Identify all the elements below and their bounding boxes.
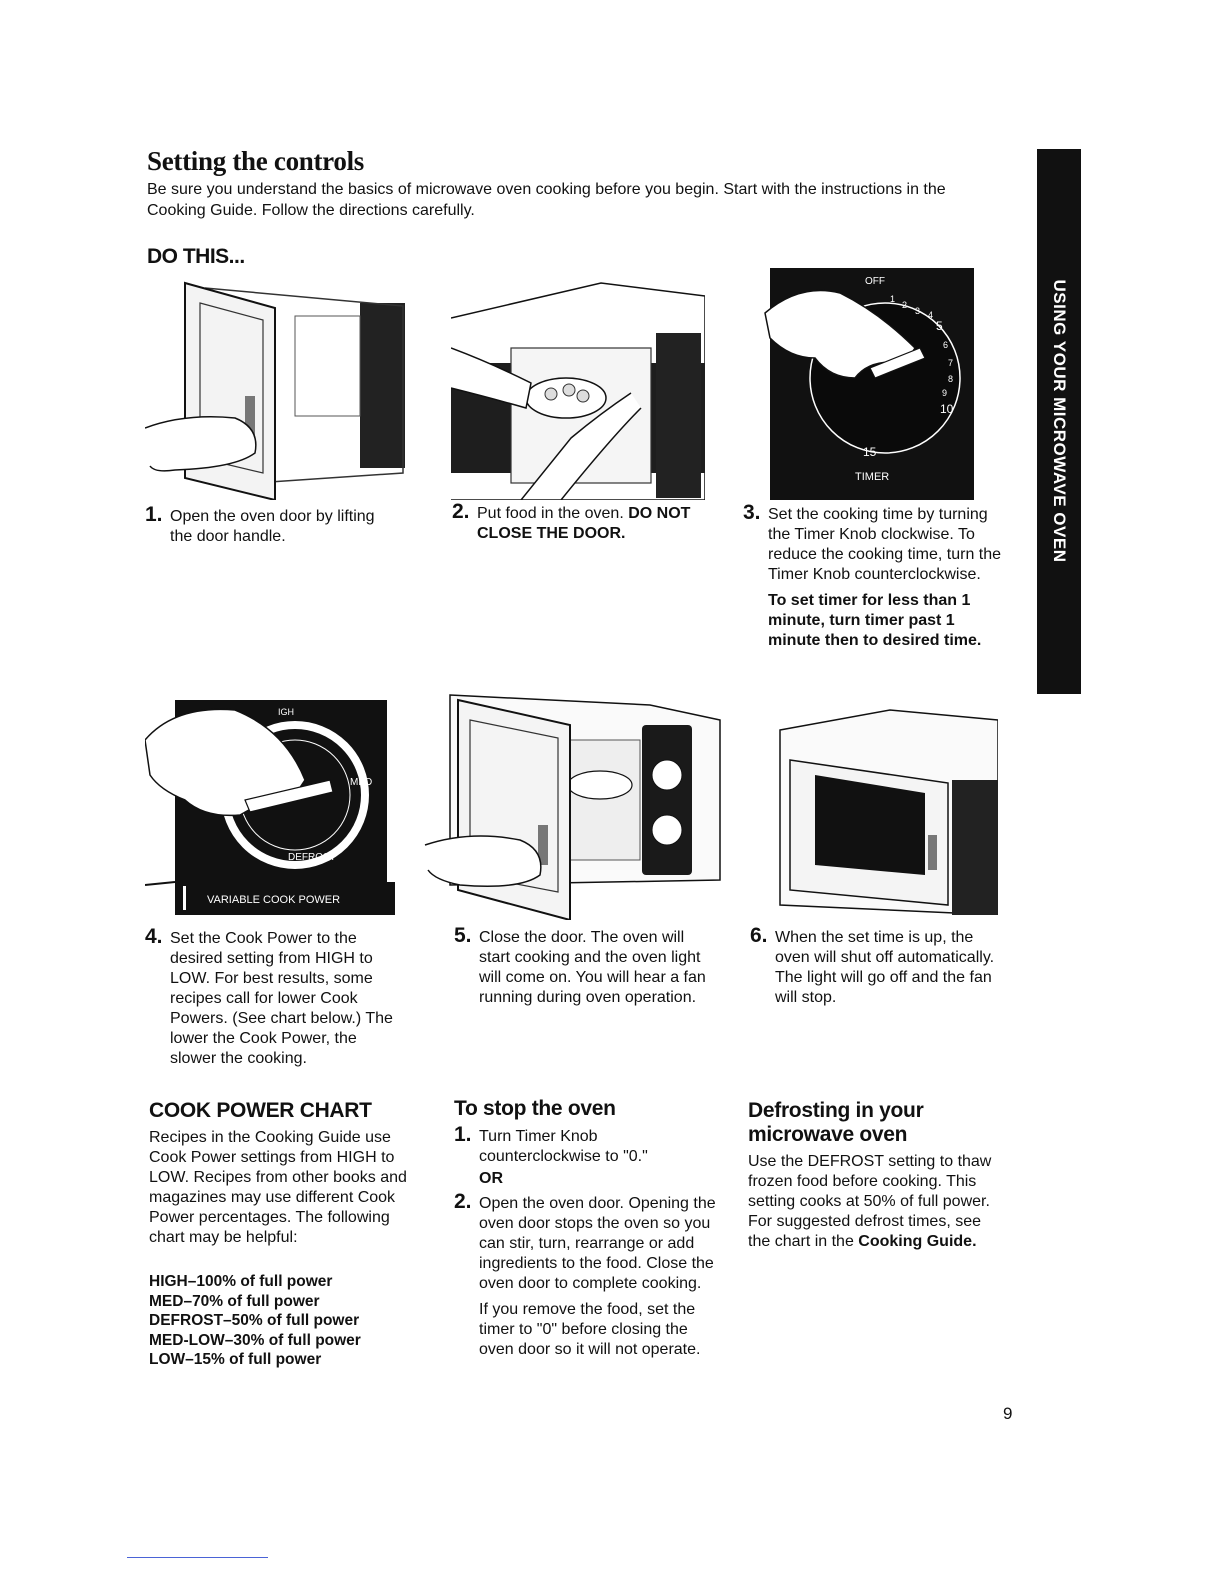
timer-8-label: 8 [948,374,953,384]
defrost-text-wrap: Use the DEFROST setting to thaw frozen f… [748,1152,1006,1252]
stop-oven-or: OR [479,1170,503,1187]
cook-power-item-low: LOW–15% of full power [149,1351,322,1368]
do-this-heading: DO THIS... [147,245,245,268]
figure-timer-knob: OFF 1 2 3 4 5 6 7 8 9 10 15 TIMER [760,268,982,500]
figure-oven-off [770,705,998,915]
cook-power-illustration: IGH MED DEFROST VARIABLE COOK POWER [145,700,395,915]
cook-power-item-defrost: DEFROST–50% of full power [149,1312,360,1329]
close-door-illustration [424,694,721,920]
step-5: 5. Close the door. The oven will start c… [454,924,716,1008]
stop-step-2: 2. Open the oven door. Opening the oven … [454,1190,716,1360]
step-3-number: 3. [743,501,761,524]
timer-2-label: 2 [902,300,907,310]
cook-power-list: HIGH–100% of full power MED–70% of full … [149,1272,419,1370]
timer-off-label: OFF [865,276,885,287]
power-high-label: IGH [278,707,294,717]
timer-7-label: 7 [948,358,953,368]
cook-power-chart-text: Recipes in the Cooking Guide use Cook Po… [149,1129,407,1246]
timer-10-label: 10 [940,402,954,416]
defrost-text: Use the DEFROST setting to thaw frozen f… [748,1153,992,1250]
stop-oven-heading: To stop the oven [454,1097,616,1120]
step-6-text: When the set time is up, the oven will s… [775,929,995,1006]
section-side-tab: USING YOUR MICROWAVE OVEN [1037,149,1081,694]
stop-step-1: 1. Turn Timer Knob counterclockwise to "… [454,1123,714,1167]
timer-caption-label: TIMER [855,471,889,483]
figure-close-door [420,680,738,920]
cook-power-item-med: MED–70% of full power [149,1292,320,1310]
figure-open-door [145,278,405,500]
stop-step-2-number: 2. [454,1190,472,1213]
cook-power-item-med-low: MED-LOW–30% of full power [149,1331,361,1349]
step-2: 2. Put food in the oven. DO NOT CLOSE TH… [452,500,707,544]
power-caption-label: VARIABLE COOK POWER [207,894,340,906]
step-1-text: Open the oven door by lifting the door h… [170,508,375,545]
step-5-text: Close the door. The oven will start cook… [479,929,706,1006]
step-3-text: Set the cooking time by turning the Time… [768,506,1002,583]
page-title: Setting the controls [147,146,364,176]
stop-step-2-text: Open the oven door. Opening the oven doo… [479,1195,716,1292]
step-2-text: Put food in the oven. [477,505,624,522]
step-4-text: Set the Cook Power to the desired settin… [170,930,393,1067]
step-1-number: 1. [145,503,163,526]
timer-3-label: 3 [915,306,920,316]
step-2-number: 2. [452,500,470,523]
stop-step-1-number: 1. [454,1123,472,1146]
timer-6-label: 6 [943,340,948,350]
defrost-heading: Defrosting in your microwave oven [748,1099,924,1146]
step-3: 3. Set the cooking time by turning the T… [743,501,1003,651]
intro-paragraph: Be sure you understand the basics of mic… [147,181,946,219]
put-food-illustration [451,282,705,500]
timer-knob-illustration: OFF 1 2 3 4 5 6 7 8 9 10 15 TIMER [760,268,982,500]
timer-15-label: 15 [863,445,877,459]
step-2-text-wrap: Put food in the oven. DO NOT CLOSE THE D… [477,504,707,544]
page-number: 9 [1003,1404,1013,1423]
cook-power-item-high: HIGH–100% of full power [149,1273,333,1290]
step-2-warning: DO NOT CLOSE THE DOOR. [477,505,691,542]
cook-power-chart-heading: COOK POWER CHART [149,1099,372,1122]
side-tab-label: USING YOUR MICROWAVE OVEN [1050,279,1069,563]
power-med-label: MED [350,777,372,788]
stop-step-2-note: If you remove the food, set the timer to… [479,1301,701,1358]
figure-cook-power-knob: IGH MED DEFROST VARIABLE COOK POWER [145,700,395,915]
step-4: 4. Set the Cook Power to the desired set… [145,925,405,1069]
step-3-note: To set timer for less than 1 minute, tur… [768,592,982,649]
step-5-number: 5. [454,924,472,947]
open-door-illustration [145,281,405,500]
timer-4-label: 4 [928,310,933,320]
timer-1-label: 1 [890,294,895,304]
footer-rule [127,1557,268,1558]
step-6-number: 6. [750,924,768,947]
timer-9-label: 9 [942,388,947,398]
power-defrost-label: DEFROST [288,852,336,863]
timer-5-label: 5 [936,319,943,333]
figure-put-food [451,278,705,500]
step-6: 6. When the set time is up, the oven wil… [750,924,1005,1008]
step-4-number: 4. [145,925,163,948]
oven-off-illustration [779,709,998,915]
defrost-cooking-guide: Cooking Guide. [858,1233,977,1250]
stop-step-1-text: Turn Timer Knob counterclockwise to "0." [479,1128,648,1165]
step-1: 1. Open the oven door by lifting the doo… [145,503,390,547]
